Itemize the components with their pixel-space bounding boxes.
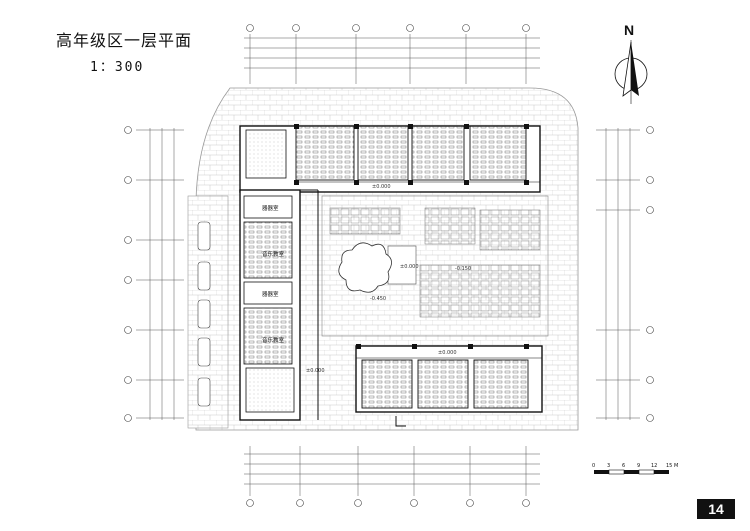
scale-tick-9: 9 xyxy=(637,463,640,469)
elev-north-corridor: ±0.000 xyxy=(372,184,391,190)
scale-bar: 0 3 6 9 12 15 M xyxy=(592,463,678,475)
room-music-2: 音乐教室 xyxy=(262,336,285,344)
north-wing: ±0.000 xyxy=(239,124,541,193)
scale-tick-0: 0 xyxy=(592,463,595,469)
dimension-bottom xyxy=(244,446,540,496)
scale-tick-6: 6 xyxy=(622,463,625,469)
courtyard-plaza: ±0.000 -0.150 -0.450 xyxy=(321,195,549,337)
elev-south-corridor: ±0.000 xyxy=(438,350,457,356)
room-instrument-1: 器器室 xyxy=(262,204,279,212)
axis-bubbles xyxy=(124,24,654,507)
room-music-1: 音乐教室 xyxy=(262,250,285,258)
west-wing: 器器室 音乐教室 器器室 音乐教室 ±0.000 xyxy=(239,189,325,421)
dimension-top xyxy=(244,34,540,84)
north-arrow-icon xyxy=(614,40,648,104)
south-wing: ±0.000 xyxy=(355,344,543,427)
tree-cluster xyxy=(338,242,392,293)
north-label: N xyxy=(624,22,635,38)
elev-west-corridor: ±0.000 xyxy=(306,368,325,374)
dimension-left xyxy=(136,128,184,420)
parking-cars xyxy=(197,221,211,407)
drawing-scale: 1：300 xyxy=(90,60,145,75)
drawing-title: 高年级区一层平面 xyxy=(56,31,193,50)
elev-plaza-right: -0.150 xyxy=(455,266,471,272)
page-number: 14 xyxy=(697,499,735,519)
elev-plaza-left: ±0.000 xyxy=(400,264,419,270)
scale-tick-12: 12 xyxy=(651,463,657,469)
scale-tick-15: 15 M xyxy=(666,463,678,469)
dimension-right xyxy=(596,128,640,420)
scale-tick-3: 3 xyxy=(607,463,610,469)
room-instrument-2: 器器室 xyxy=(262,290,279,298)
elev-plaza-lower: -0.450 xyxy=(370,296,386,302)
